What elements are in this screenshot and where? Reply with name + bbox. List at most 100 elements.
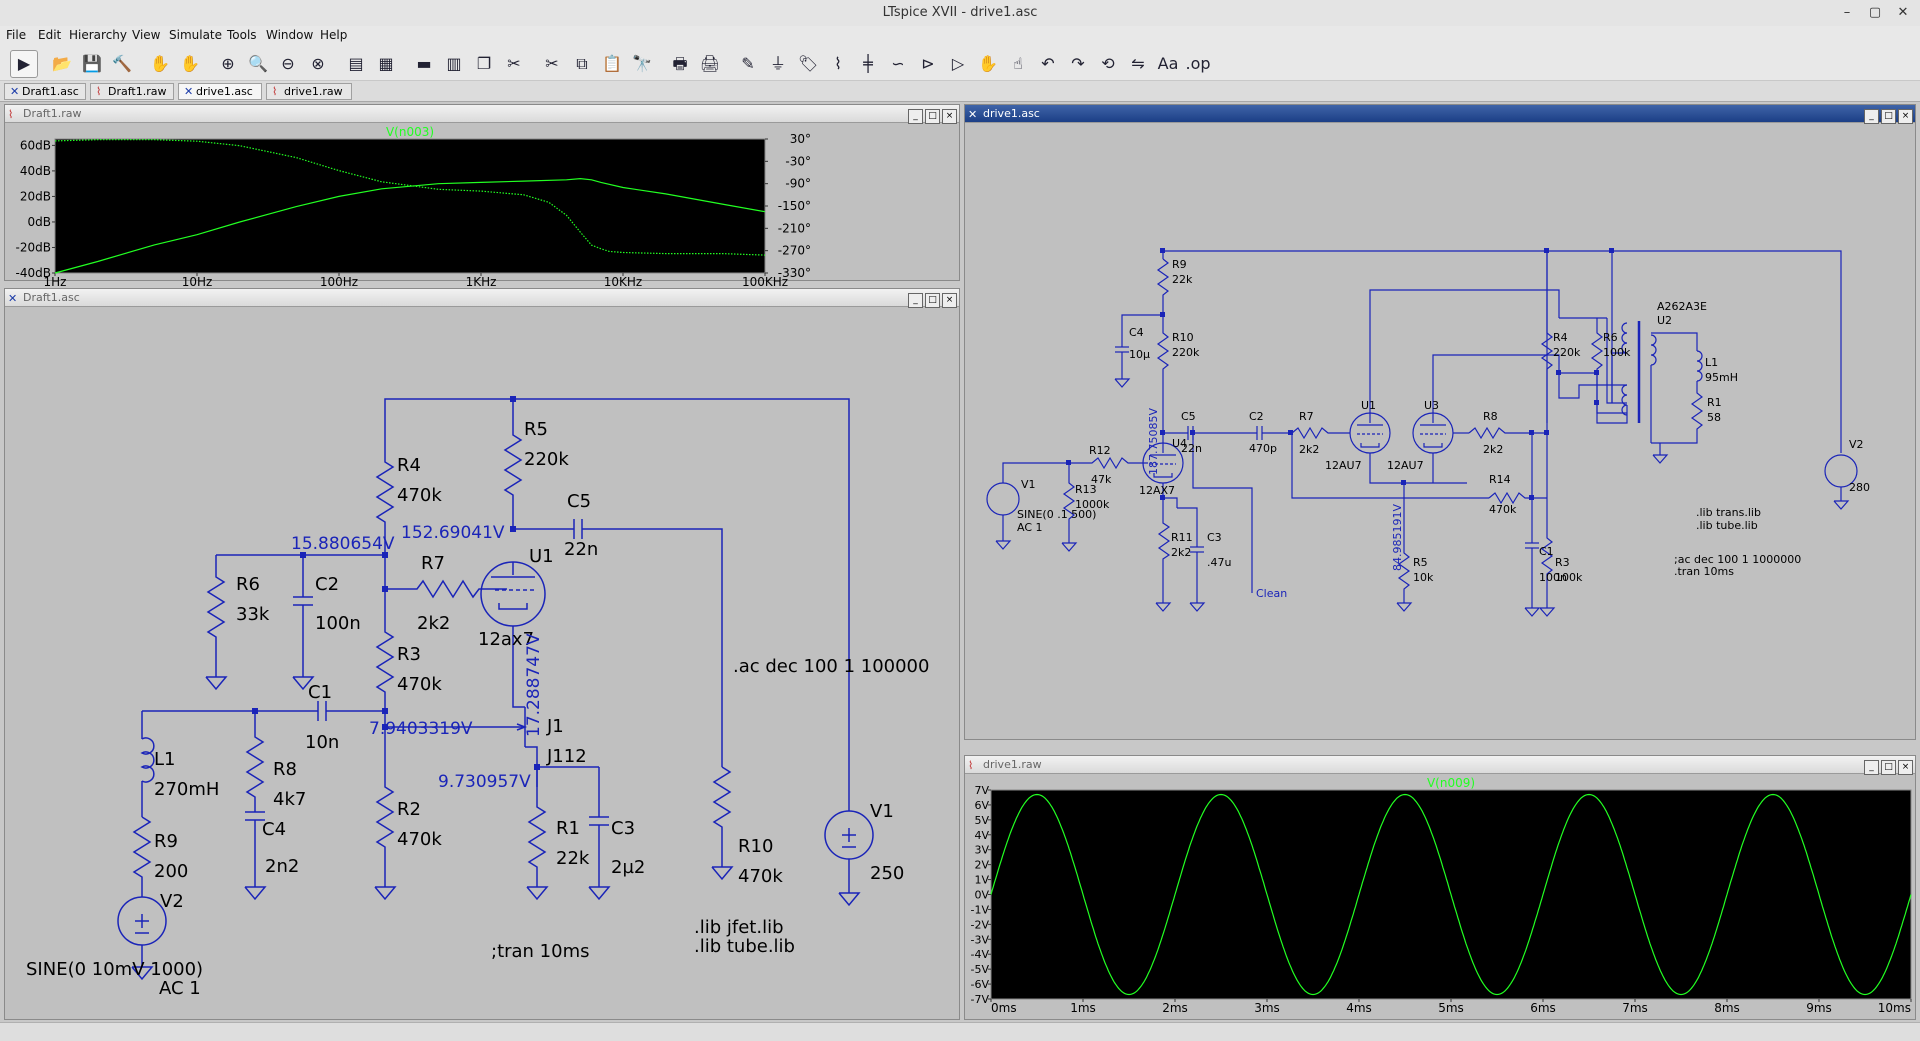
resistor-icon[interactable]: ⌇: [834, 54, 842, 73]
cascade-icon[interactable]: ❐: [476, 54, 492, 73]
close-button[interactable]: ×: [1898, 760, 1913, 775]
close-window-icon[interactable]: ✂: [507, 54, 521, 73]
text-icon[interactable]: Aa: [1157, 54, 1179, 73]
y-tick-label: 0V: [974, 889, 989, 902]
capacitor-icon[interactable]: ╪: [863, 54, 873, 73]
minimize-button[interactable]: _: [908, 293, 923, 308]
save-icon[interactable]: 💾: [82, 54, 102, 73]
copy-icon[interactable]: ⧉: [576, 54, 588, 73]
print-setup-icon[interactable]: 🖶: [672, 54, 688, 73]
lib-tube-directive[interactable]: .lib tube.lib: [1696, 519, 1758, 532]
menu-tools[interactable]: Tools: [227, 28, 257, 42]
waveform-icon[interactable]: ▦: [378, 54, 394, 73]
drag-icon[interactable]: ☝: [1013, 54, 1023, 73]
maximize-button[interactable]: ▢: [1868, 5, 1882, 20]
halt-icon[interactable]: ✋: [150, 54, 170, 73]
L1-label: L1: [1705, 356, 1718, 369]
label-net-icon[interactable]: 🏷: [797, 54, 819, 73]
menu-edit[interactable]: Edit: [38, 28, 62, 42]
autorange-icon[interactable]: ▤: [348, 54, 364, 73]
rotate-icon[interactable]: ⟲: [1101, 54, 1115, 73]
C1-label: C1: [308, 682, 332, 703]
tile-v-icon[interactable]: ▥: [446, 54, 462, 73]
R8-label: R8: [273, 759, 297, 780]
maximize-button[interactable]: □: [925, 293, 940, 308]
menu-simulate[interactable]: Simulate: [169, 28, 223, 42]
window-title: Draft1.asc: [23, 291, 80, 304]
menu-view[interactable]: View: [132, 28, 161, 42]
window-drive1-schematic[interactable]: ✕drive1.asc _□×: [964, 104, 1916, 740]
schematic-canvas[interactable]: R5 220k R4 470k C5 22n U1 12ax7 R6 33k C…: [7, 307, 957, 1017]
maximize-button[interactable]: □: [1881, 109, 1896, 124]
close-button[interactable]: ×: [942, 109, 957, 124]
component-icon[interactable]: ▷: [951, 54, 965, 73]
menu-file[interactable]: File: [6, 28, 27, 42]
ground-icon[interactable]: ⏚: [769, 54, 786, 73]
run-icon[interactable]: ▶: [10, 50, 38, 78]
R10-value: 220k: [1172, 346, 1200, 359]
lib-trans-directive[interactable]: .lib trans.lib: [1696, 506, 1761, 519]
R3-label: R3: [1555, 556, 1570, 569]
window-titlebar[interactable]: ⌇drive1.raw _□×: [965, 756, 1915, 775]
control-panel-icon[interactable]: 🔨: [112, 54, 132, 73]
window-titlebar[interactable]: ✕drive1.asc _□×: [965, 105, 1915, 124]
print-icon[interactable]: 🖨: [699, 54, 721, 73]
maximize-button[interactable]: □: [925, 109, 940, 124]
maximize-button[interactable]: □: [1881, 760, 1896, 775]
diode-icon[interactable]: ⊳: [921, 54, 935, 73]
menu-window[interactable]: Window: [266, 28, 314, 42]
tab-draft1-raw[interactable]: ⌇Draft1.raw: [90, 83, 174, 100]
tab-drive1-asc[interactable]: ✕drive1.asc: [178, 83, 262, 100]
paste-icon[interactable]: 📋: [602, 54, 622, 73]
undo-icon[interactable]: ↶: [1041, 54, 1055, 73]
zoom-out-icon[interactable]: ⊖: [281, 54, 295, 73]
minimize-button[interactable]: –: [1843, 5, 1851, 20]
zoom-pan-icon[interactable]: 🔍: [248, 54, 268, 73]
move-icon[interactable]: ✋: [978, 54, 998, 73]
menu-hierarchy[interactable]: Hierarchy: [69, 28, 128, 42]
y-tick-label-left: 20dB: [20, 189, 51, 203]
close-button[interactable]: ×: [1898, 109, 1913, 124]
lib-jfet-directive[interactable]: .lib jfet.lib: [694, 917, 784, 938]
zoom-in-icon[interactable]: ⊕: [221, 54, 235, 73]
R1-value: 58: [1707, 411, 1721, 424]
window-titlebar[interactable]: ⌇Draft1.raw _□×: [5, 105, 959, 124]
tran-directive[interactable]: .tran 10ms: [1674, 565, 1734, 578]
ac-directive[interactable]: .ac dec 100 1 100000: [733, 656, 929, 677]
window-titlebar[interactable]: ✕Draft1.asc _□×: [5, 289, 959, 308]
inductor-icon[interactable]: ∽: [891, 54, 905, 73]
tab-draft1-asc[interactable]: ✕Draft1.asc: [4, 83, 86, 100]
pan-icon[interactable]: ✋: [180, 54, 200, 73]
find-icon[interactable]: 🔭: [632, 54, 652, 73]
draw-wire-icon[interactable]: ✎: [741, 54, 755, 73]
cut-icon[interactable]: ✂: [545, 54, 559, 73]
spice-directive-icon[interactable]: .op: [1185, 54, 1211, 73]
menu-help[interactable]: Help: [320, 28, 348, 42]
close-button[interactable]: ✕: [1897, 5, 1909, 20]
window-draft1-schematic[interactable]: ✕Draft1.asc _□×: [4, 288, 960, 1020]
tile-h-icon[interactable]: ▬: [416, 54, 432, 73]
mirror-icon[interactable]: ⇋: [1131, 54, 1145, 73]
zoom-fit-icon[interactable]: ⊗: [311, 54, 325, 73]
ac-comment[interactable]: ;ac dec 100 1 1000000: [1674, 553, 1801, 566]
minimize-button[interactable]: _: [908, 109, 923, 124]
lib-tube-directive[interactable]: .lib tube.lib: [694, 936, 795, 957]
y-tick-label: 2V: [974, 859, 989, 872]
tab-drive1-raw[interactable]: ⌇drive1.raw: [266, 83, 352, 100]
draft-schematic[interactable]: R5 220k R4 470k C5 22n U1 12ax7 R6 33k C…: [7, 307, 959, 1017]
minimize-button[interactable]: _: [1864, 760, 1879, 775]
minimize-button[interactable]: _: [1864, 109, 1879, 124]
tran-comment[interactable]: ;tran 10ms: [491, 941, 590, 962]
open-icon[interactable]: 📂: [52, 54, 72, 73]
L1-value: 270mH: [154, 779, 219, 800]
redo-icon[interactable]: ↷: [1071, 54, 1085, 73]
close-button[interactable]: ×: [942, 293, 957, 308]
schematic-canvas[interactable]: R9 22k C4 10µ R10 220k C5 22n C2 470p R7…: [967, 123, 1913, 737]
drive-schematic[interactable]: R9 22k C4 10µ R10 220k C5 22n C2 470p R7…: [967, 123, 1915, 737]
